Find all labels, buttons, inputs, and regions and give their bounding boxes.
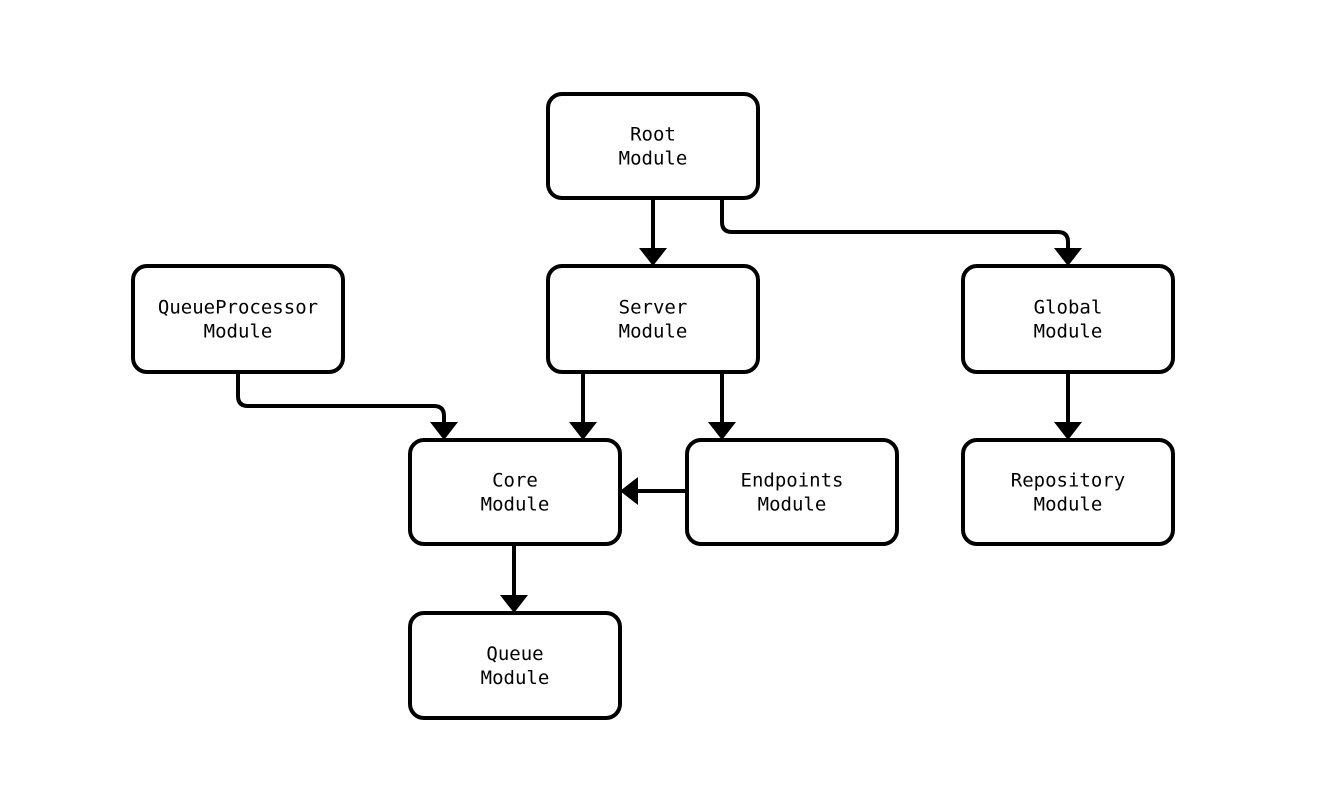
arrowhead-icon <box>639 248 667 266</box>
node-label-line2: Module <box>619 321 688 343</box>
edge-root-to-global <box>720 198 1082 266</box>
node-label-line1: Server <box>619 297 688 319</box>
node-label-line2: Module <box>1034 494 1103 516</box>
edge-global-to-repository <box>1054 372 1082 440</box>
edge-server-to-core <box>569 372 597 440</box>
edge-core-to-queue <box>500 544 528 613</box>
node-label-line2: Module <box>481 667 550 689</box>
edge-server-to-endpoints <box>708 372 736 440</box>
node-label-line1: Endpoints <box>741 470 844 492</box>
node-box-queue[interactable] <box>408 611 622 720</box>
node-box-core[interactable] <box>408 438 622 546</box>
arrowhead-icon <box>708 422 736 440</box>
node-box-endpoints[interactable] <box>685 438 899 546</box>
node-label-line1: Global <box>1034 297 1103 319</box>
node-label-line1: Core <box>492 470 538 492</box>
node-box-repository[interactable] <box>961 438 1175 546</box>
node-label-line2: Module <box>1034 321 1103 343</box>
edge-endpoints-to-core <box>620 477 687 505</box>
node-label-line1: Queue <box>486 643 543 665</box>
node-label-line1: Root <box>630 124 676 146</box>
edges-layer <box>236 198 1082 613</box>
edge-line <box>236 372 446 426</box>
node-box-queueprocessor[interactable] <box>131 264 345 374</box>
node-label-line2: Module <box>619 148 688 170</box>
arrowhead-icon <box>620 477 638 505</box>
arrowhead-icon <box>500 595 528 613</box>
node-box-root[interactable] <box>546 92 760 200</box>
nodes-layer: RootModuleQueueProcessorModuleServerModu… <box>131 92 1175 720</box>
node-label-line2: Module <box>481 494 550 516</box>
node-label-line2: Module <box>758 494 827 516</box>
node-label-line2: Module <box>204 321 273 343</box>
node-label-line1: Repository <box>1011 470 1125 492</box>
node-box-server[interactable] <box>546 264 760 374</box>
node-box-global[interactable] <box>961 264 1175 374</box>
arrowhead-icon <box>1054 248 1082 266</box>
arrowhead-icon <box>569 422 597 440</box>
edge-queueprocessor-to-core <box>236 372 458 440</box>
edge-root-to-server <box>639 198 667 266</box>
arrowhead-icon <box>430 422 458 440</box>
node-label-line1: QueueProcessor <box>158 297 318 319</box>
edge-line <box>720 198 1070 252</box>
arrowhead-icon <box>1054 422 1082 440</box>
